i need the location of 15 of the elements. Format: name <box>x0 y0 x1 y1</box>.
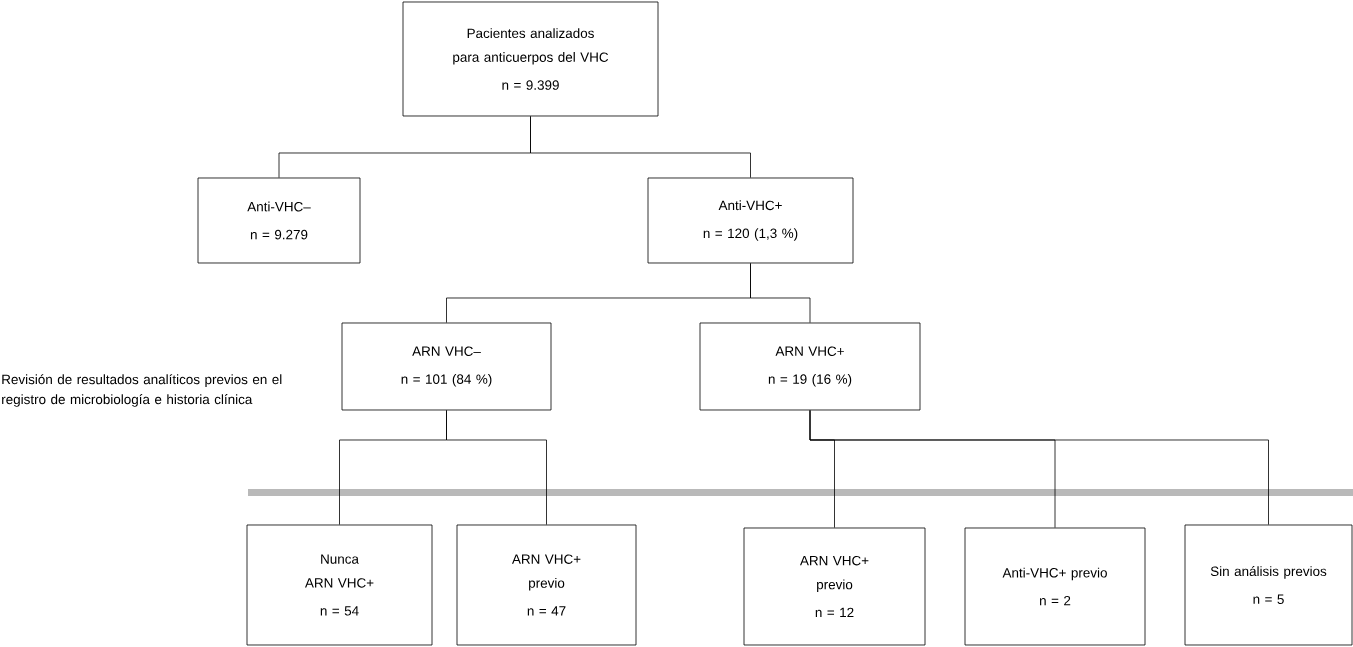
box: ARN VHC– n = 101 (84 %) <box>341 322 552 411</box>
box: ARN VHC+ n = 19 (16 %) <box>699 322 921 411</box>
connector-line <box>809 410 1269 525</box>
box: Anti-VHC+ n = 120 (1,3 %) <box>647 177 854 264</box>
box: ARN VHC+ previo n = 47 <box>456 524 637 646</box>
connector-line <box>446 410 547 525</box>
box: Anti-VHC+ previo n = 2 <box>964 527 1146 646</box>
box: ARN VHC+ previo n = 12 <box>743 527 926 646</box>
connector-line <box>750 263 811 323</box>
connector-line <box>530 116 751 178</box>
box: Pacientes analizados para anticuerpos del VHC n = 9.399 <box>402 1 659 117</box>
box: Sin análisis previos n = 5 <box>1184 524 1353 646</box>
note-text: Revisión de resultados analíticos previos en el registro de microbiología e historia clínica <box>2 374 282 407</box>
box: Anti-VHC– n = 9.279 <box>197 177 361 264</box>
box: Nunca ARN VHC+ n = 54 <box>246 524 433 646</box>
